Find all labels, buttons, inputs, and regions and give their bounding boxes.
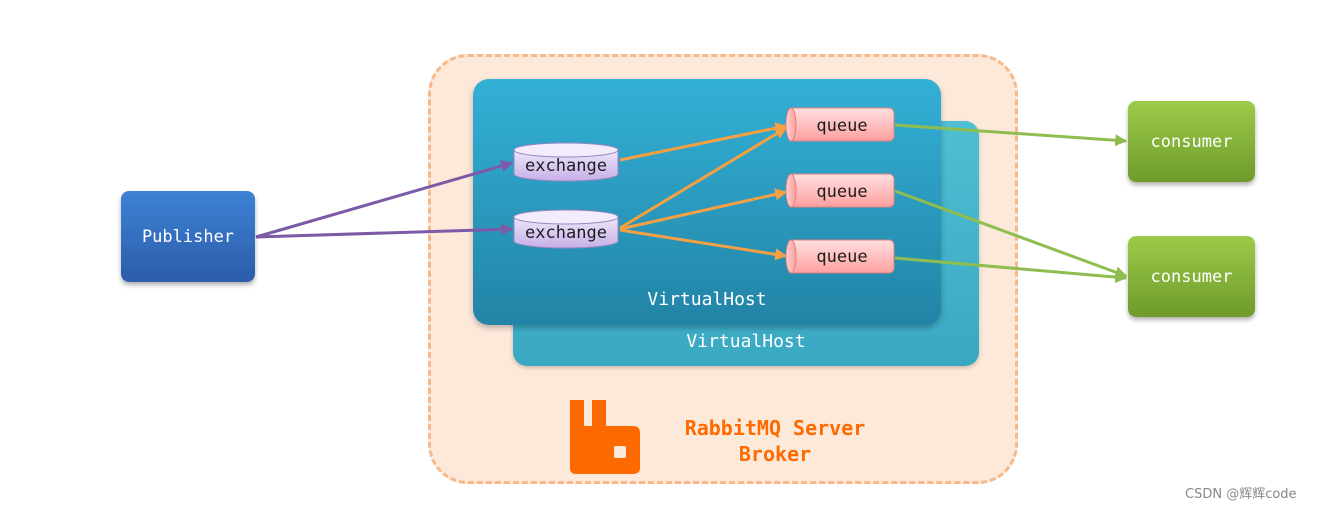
arrow-queue1-consumer1	[894, 123, 1128, 147]
consumer-label: consumer	[1150, 266, 1233, 287]
exchange-label: exchange	[525, 156, 607, 176]
publisher-label: Publisher	[141, 226, 235, 247]
arrow-exchange2-queue2	[619, 188, 788, 231]
arrow-exchange2-queue3	[619, 228, 788, 261]
watermark: CSDN @辉辉code	[1185, 487, 1297, 502]
arrow-exchange1-queue1	[619, 122, 788, 162]
queue-node: queue	[785, 239, 895, 274]
publisher-node: Publisher	[121, 191, 255, 282]
consumer-node: consumer	[1128, 236, 1255, 317]
exchange-node: exchange	[513, 209, 619, 249]
routing-arrows	[619, 122, 788, 261]
arrow-publisher-exchange-2	[255, 223, 514, 239]
broker-title-line1: RabbitMQ Server	[684, 416, 866, 440]
arrow-queue2-consumer2	[894, 189, 1128, 278]
queue-node: queue	[785, 107, 895, 142]
virtual-host-front-label: VirtualHost	[647, 289, 767, 310]
exchange-label: exchange	[525, 223, 607, 243]
arrow-queue3-consumer2	[894, 256, 1128, 284]
broker-title: RabbitMQ Server Broker	[660, 415, 890, 467]
consume-arrows	[894, 123, 1128, 284]
exchange-node: exchange	[513, 142, 619, 182]
queue-label: queue	[816, 247, 867, 267]
rabbitmq-logo-icon	[570, 400, 640, 474]
consumer-node: consumer	[1128, 101, 1255, 182]
publish-arrows	[255, 160, 514, 239]
consumer-label: consumer	[1150, 131, 1233, 152]
queue-label: queue	[816, 182, 867, 202]
arrow-exchange2-queue1	[619, 126, 788, 230]
queue-node: queue	[785, 173, 895, 208]
broker-title-line2: Broker	[738, 442, 812, 466]
queue-label: queue	[816, 116, 867, 136]
arrow-publisher-exchange-1	[255, 160, 514, 239]
virtual-host-back-label: VirtualHost	[686, 331, 806, 352]
